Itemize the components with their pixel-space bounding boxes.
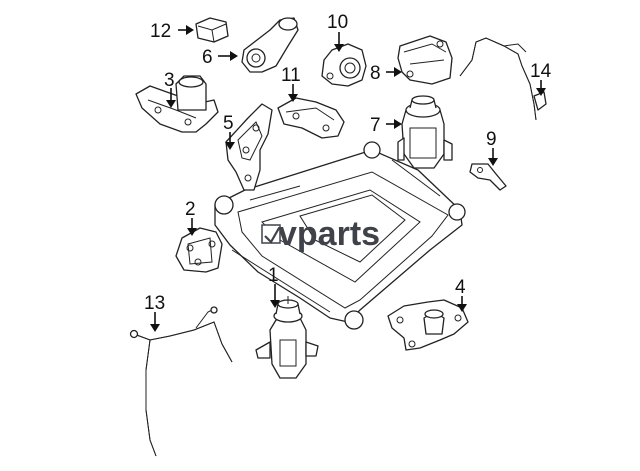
callout-7: 7 (370, 115, 381, 136)
insulator-mount-7-icon (397, 95, 453, 169)
mount-bushing-10-icon (321, 43, 367, 87)
stay-bracket-5-icon (225, 103, 273, 191)
engine-bracket-2-icon (175, 227, 223, 273)
callout-8: 8 (370, 63, 381, 84)
callout-9: 9 (486, 129, 497, 150)
vparts-logo-icon (261, 224, 281, 244)
callout-6: 6 (202, 47, 213, 68)
callout-14: 14 (530, 61, 552, 82)
torque-rod-6-icon (241, 17, 299, 73)
bracket-11-icon (277, 97, 345, 139)
callout-10: 10 (327, 12, 348, 33)
callout-labels: 1 2 3 4 5 6 7 8 9 10 11 12 13 14 (144, 12, 552, 314)
callout-5: 5 (223, 113, 234, 134)
harness-rod-13-icon (129, 306, 233, 457)
vparts-watermark: vparts (261, 215, 380, 253)
sensor-12-icon (195, 17, 229, 43)
watermark-text: vparts (278, 215, 380, 253)
callout-12: 12 (150, 21, 171, 42)
callout-13: 13 (144, 293, 165, 314)
rear-mount-bracket-4-icon (387, 299, 469, 351)
callout-arrows (150, 25, 546, 332)
subframe-icon (214, 141, 466, 330)
mount-assembly-8-icon (397, 35, 453, 85)
insulator-mount-1-icon (255, 296, 319, 379)
callout-11: 11 (281, 65, 301, 86)
callout-2: 2 (185, 199, 196, 220)
callout-3: 3 (164, 70, 175, 91)
small-bracket-9-icon (469, 163, 507, 191)
callout-4: 4 (455, 277, 466, 298)
callout-1: 1 (268, 265, 279, 286)
mount-bracket-3-icon (135, 75, 219, 133)
harness-rod-14-icon (459, 37, 547, 121)
